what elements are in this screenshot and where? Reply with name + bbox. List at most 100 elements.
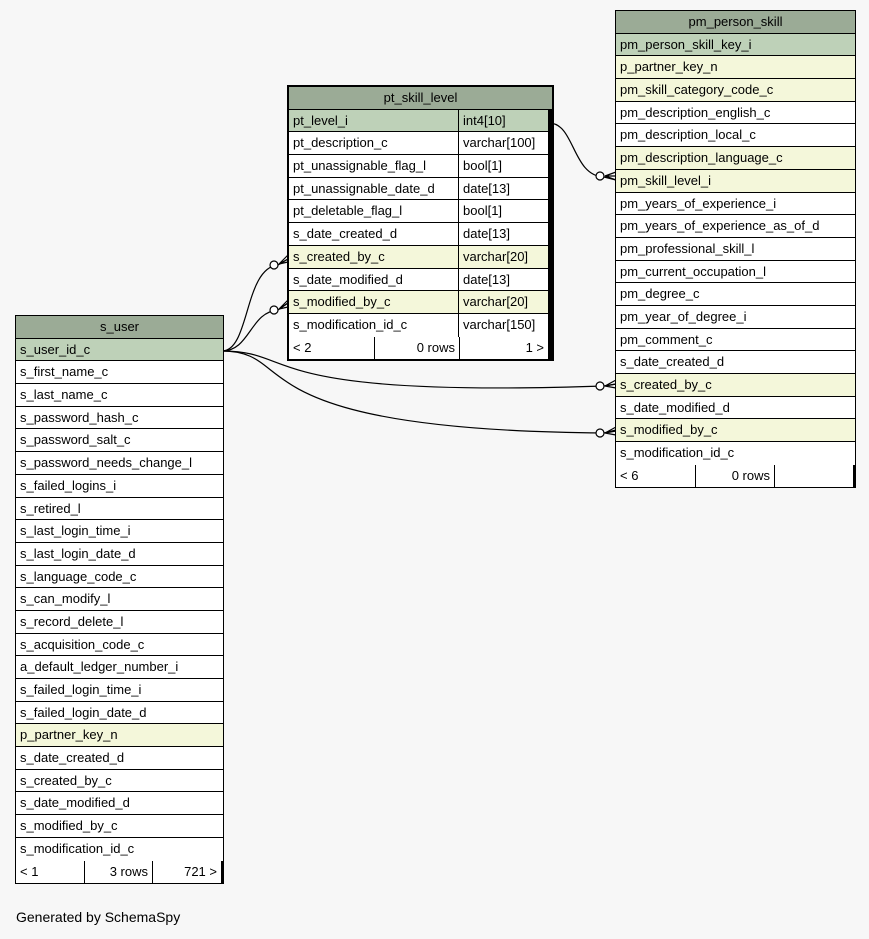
column-row[interactable]: pm_professional_skill_l [616,237,855,261]
column-name: s_date_modified_d [616,396,855,419]
column-row[interactable]: pm_years_of_experience_as_of_d [616,215,855,238]
column-row[interactable]: s_password_salt_c [16,429,223,453]
column-row[interactable]: s_retired_l [16,497,223,521]
edge-skill-level-created-by [221,258,289,352]
column-row[interactable]: s_date_modified_d [616,396,855,420]
column-name: s_modified_by_c [616,419,855,442]
column-name: s_password_needs_change_l [16,452,223,474]
column-name: pm_comment_c [616,328,855,351]
column-row[interactable]: s_modified_by_c [616,419,855,443]
column-name: pm_description_english_c [616,101,855,124]
column-row[interactable]: pm_skill_category_code_c [616,79,855,102]
column-row[interactable]: s_last_login_date_d [16,542,223,566]
column-row[interactable]: s_failed_login_time_i [16,679,223,702]
column-row[interactable]: s_created_by_c [616,374,855,397]
column-name: s_modification_id_c [289,313,459,337]
column-row[interactable]: s_password_hash_c [16,406,223,430]
column-row[interactable]: pm_description_english_c [616,101,855,125]
edge-person-skill-modified-by [221,350,617,434]
column-name: s_date_modified_d [289,268,459,291]
row-count: 3 rows [85,860,153,884]
column-row[interactable]: s_record_delete_l [16,610,223,634]
column-row[interactable]: s_acquisition_code_c [16,633,223,657]
table-title: pm_person_skill [616,11,855,33]
column-name: s_failed_logins_i [16,474,223,497]
column-row[interactable]: s_last_name_c [16,384,223,407]
column-name: s_password_hash_c [16,406,223,429]
generated-by-text: Generated by SchemaSpy [16,909,181,925]
column-row[interactable]: p_partner_key_n [616,56,855,80]
crowfoot-marker [278,254,289,265]
optional-marker [595,428,605,438]
column-type: date[13] [459,223,548,245]
column-row[interactable]: pm_person_skill_key_i [616,33,855,57]
optional-marker [595,171,605,181]
column-row[interactable]: s_first_name_c [16,361,223,385]
column-row[interactable]: s_can_modify_l [16,588,223,611]
children-count [775,464,853,488]
column-row[interactable]: s_last_login_time_i [16,520,223,543]
column-row[interactable]: s_language_code_c [16,565,223,589]
edge-person-skill-created-by [221,350,617,389]
column-name: pm_professional_skill_l [616,237,855,260]
column-row[interactable]: s_modified_by_c [16,815,223,838]
column-name: s_created_by_c [289,245,459,268]
column-row[interactable]: s_password_needs_change_l [16,452,223,475]
column-row[interactable]: pm_current_occupation_l [616,260,855,284]
column-name: s_date_created_d [289,223,459,245]
crowfoot-marker [604,171,617,181]
column-name: s_created_by_c [616,374,855,396]
column-row[interactable]: s_user_id_c [16,338,223,362]
column-name: s_user_id_c [16,338,223,361]
column-name: s_failed_login_time_i [16,679,223,701]
column-type: bool[1] [459,200,548,223]
column-name: s_password_salt_c [16,429,223,452]
column-row[interactable]: p_partner_key_n [16,724,223,748]
column-name: s_last_name_c [16,384,223,406]
column-name: pt_deletable_flag_l [289,200,459,223]
column-row[interactable]: pm_skill_level_i [616,169,855,193]
column-row[interactable]: s_failed_logins_i [16,474,223,498]
column-type: varchar[150] [459,313,548,337]
column-row[interactable]: s_created_by_c [16,769,223,793]
column-name: s_modified_by_c [16,815,223,837]
column-name: s_date_created_d [616,351,855,373]
column-row[interactable]: pm_year_of_degree_i [616,305,855,329]
crowfoot-marker [604,379,617,389]
column-row[interactable]: pm_comment_c [616,328,855,352]
column-name: pm_current_occupation_l [616,260,855,283]
column-row[interactable]: s_modification_id_c [16,837,223,861]
column-row[interactable]: s_modification_id_c [616,442,855,465]
column-row[interactable]: pm_years_of_experience_i [616,192,855,216]
column-row[interactable]: s_date_created_d [16,747,223,770]
column-name: pt_unassignable_flag_l [289,155,459,177]
column-row[interactable]: pm_description_language_c [616,147,855,170]
column-name: pt_level_i [289,109,459,132]
column-row[interactable]: pm_degree_c [616,283,855,306]
column-row[interactable]: pm_description_local_c [616,124,855,148]
column-name: s_modification_id_c [16,837,223,861]
column-row[interactable]: s_date_modified_d [16,792,223,816]
optional-marker [269,305,279,315]
column-row[interactable]: s_date_created_d [616,351,855,374]
column-name: pm_person_skill_key_i [616,33,855,56]
row-count: 0 rows [696,464,775,488]
column-row[interactable]: a_default_ledger_number_i [16,656,223,679]
column-name: pm_description_language_c [616,147,855,169]
optional-marker [595,381,605,391]
column-name: s_can_modify_l [16,588,223,610]
column-row[interactable]: s_failed_login_date_d [16,701,223,725]
